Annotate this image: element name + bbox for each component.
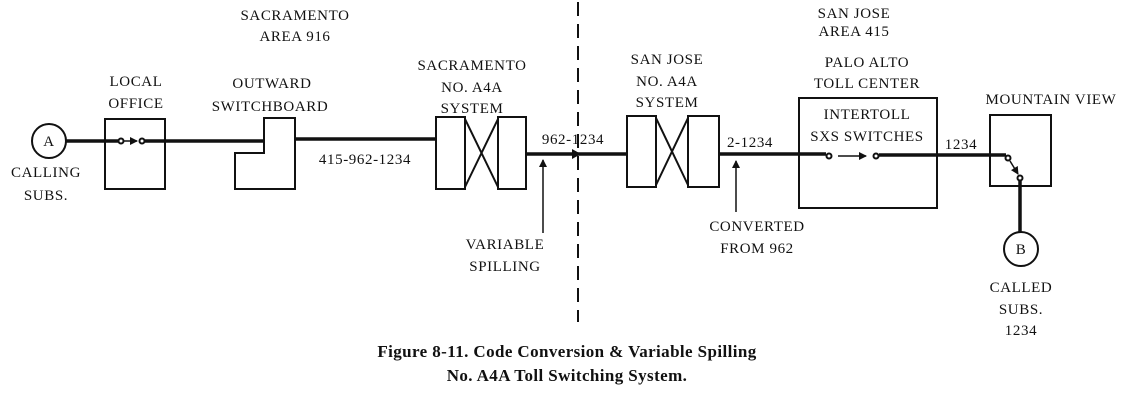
toll-center-box <box>798 97 938 209</box>
digits-label: 1234 <box>945 137 977 153</box>
node-label: OFFICE <box>108 96 163 112</box>
switch-frame <box>687 115 720 188</box>
outward-switchboard: OUTWARD SWITCHBOARD <box>212 76 329 190</box>
digits-label: 962-1234 <box>542 132 604 148</box>
figure-caption: Figure 8-11. Code Conversion & Variable … <box>377 342 756 361</box>
mountain-view-office: MOUNTAIN VIEW <box>986 92 1117 187</box>
figure-caption: No. A4A Toll Switching System. <box>447 366 688 385</box>
subscriber-b-circle <box>1003 231 1039 267</box>
switch-contact <box>1016 174 1024 182</box>
node-label: CALLED <box>990 280 1053 296</box>
node-label: SUBS. <box>24 188 68 204</box>
node-label: 1234 <box>1005 323 1037 339</box>
node-label: SXS SWITCHES <box>810 129 923 145</box>
node-label: SYSTEM <box>636 95 699 111</box>
annotation-label: SPILLING <box>469 259 540 275</box>
region-label: AREA 916 <box>259 29 330 45</box>
region-san-jose: SAN JOSE AREA 415 <box>818 6 891 40</box>
local-office: LOCAL OFFICE <box>104 74 166 190</box>
switch-contact <box>117 137 125 145</box>
switch-arrow-icon <box>1009 160 1019 175</box>
switch-contact <box>825 152 833 160</box>
node-label: TOLL CENTER <box>814 76 920 92</box>
crossbar-x-icon <box>464 118 499 188</box>
digits-label: 415-962-1234 <box>319 152 411 168</box>
node-label: SACRAMENTO <box>417 58 526 74</box>
switch-frame <box>497 116 527 190</box>
node-label: MOUNTAIN VIEW <box>986 92 1117 108</box>
called-subscriber: B CALLED SUBS. 1234 <box>990 231 1053 339</box>
node-label: NO. A4A <box>636 74 698 90</box>
switch-contact <box>1004 154 1012 162</box>
switch-contact <box>138 137 146 145</box>
region-sacramento: SACRAMENTO AREA 916 <box>240 8 349 45</box>
node-label: INTERTOLL <box>824 107 911 123</box>
node-label: SUBS. <box>999 302 1043 318</box>
region-label: SACRAMENTO <box>240 8 349 24</box>
subscriber-symbol: B <box>1016 242 1027 258</box>
san-jose-a4a-system: SAN JOSE NO. A4A SYSTEM <box>626 52 720 188</box>
switchboard-shape <box>234 117 296 190</box>
region-label: AREA 415 <box>818 24 889 40</box>
digits-label: 2-1234 <box>727 135 773 151</box>
annotation-label: VARIABLE <box>466 237 545 253</box>
node-label: NO. A4A <box>441 80 503 96</box>
direction-arrow-icon <box>572 149 581 159</box>
region-label: SAN JOSE <box>818 6 891 22</box>
node-label: SYSTEM <box>441 101 504 117</box>
palo-alto-toll-center: PALO ALTO TOLL CENTER INTERTOLL SXS SWIT… <box>798 55 938 209</box>
sacramento-a4a-system: SACRAMENTO NO. A4A SYSTEM <box>417 58 527 190</box>
node-label: SAN JOSE <box>631 52 704 68</box>
node-label: LOCAL <box>110 74 163 90</box>
calling-subscriber: A CALLING SUBS. <box>11 123 81 204</box>
node-label: CALLING <box>11 165 81 181</box>
annotation-label: CONVERTED <box>709 219 804 235</box>
crossbar-x-icon <box>655 117 689 186</box>
node-label: OUTWARD <box>232 76 311 92</box>
switch-frame <box>626 115 657 188</box>
node-label: PALO ALTO <box>825 55 909 71</box>
local-office-box <box>104 118 166 190</box>
switch-contact <box>872 152 880 160</box>
subscriber-symbol: A <box>43 134 54 150</box>
annotation-label: FROM 962 <box>720 241 794 257</box>
switch-frame <box>435 116 466 190</box>
node-label: SWITCHBOARD <box>212 99 329 115</box>
